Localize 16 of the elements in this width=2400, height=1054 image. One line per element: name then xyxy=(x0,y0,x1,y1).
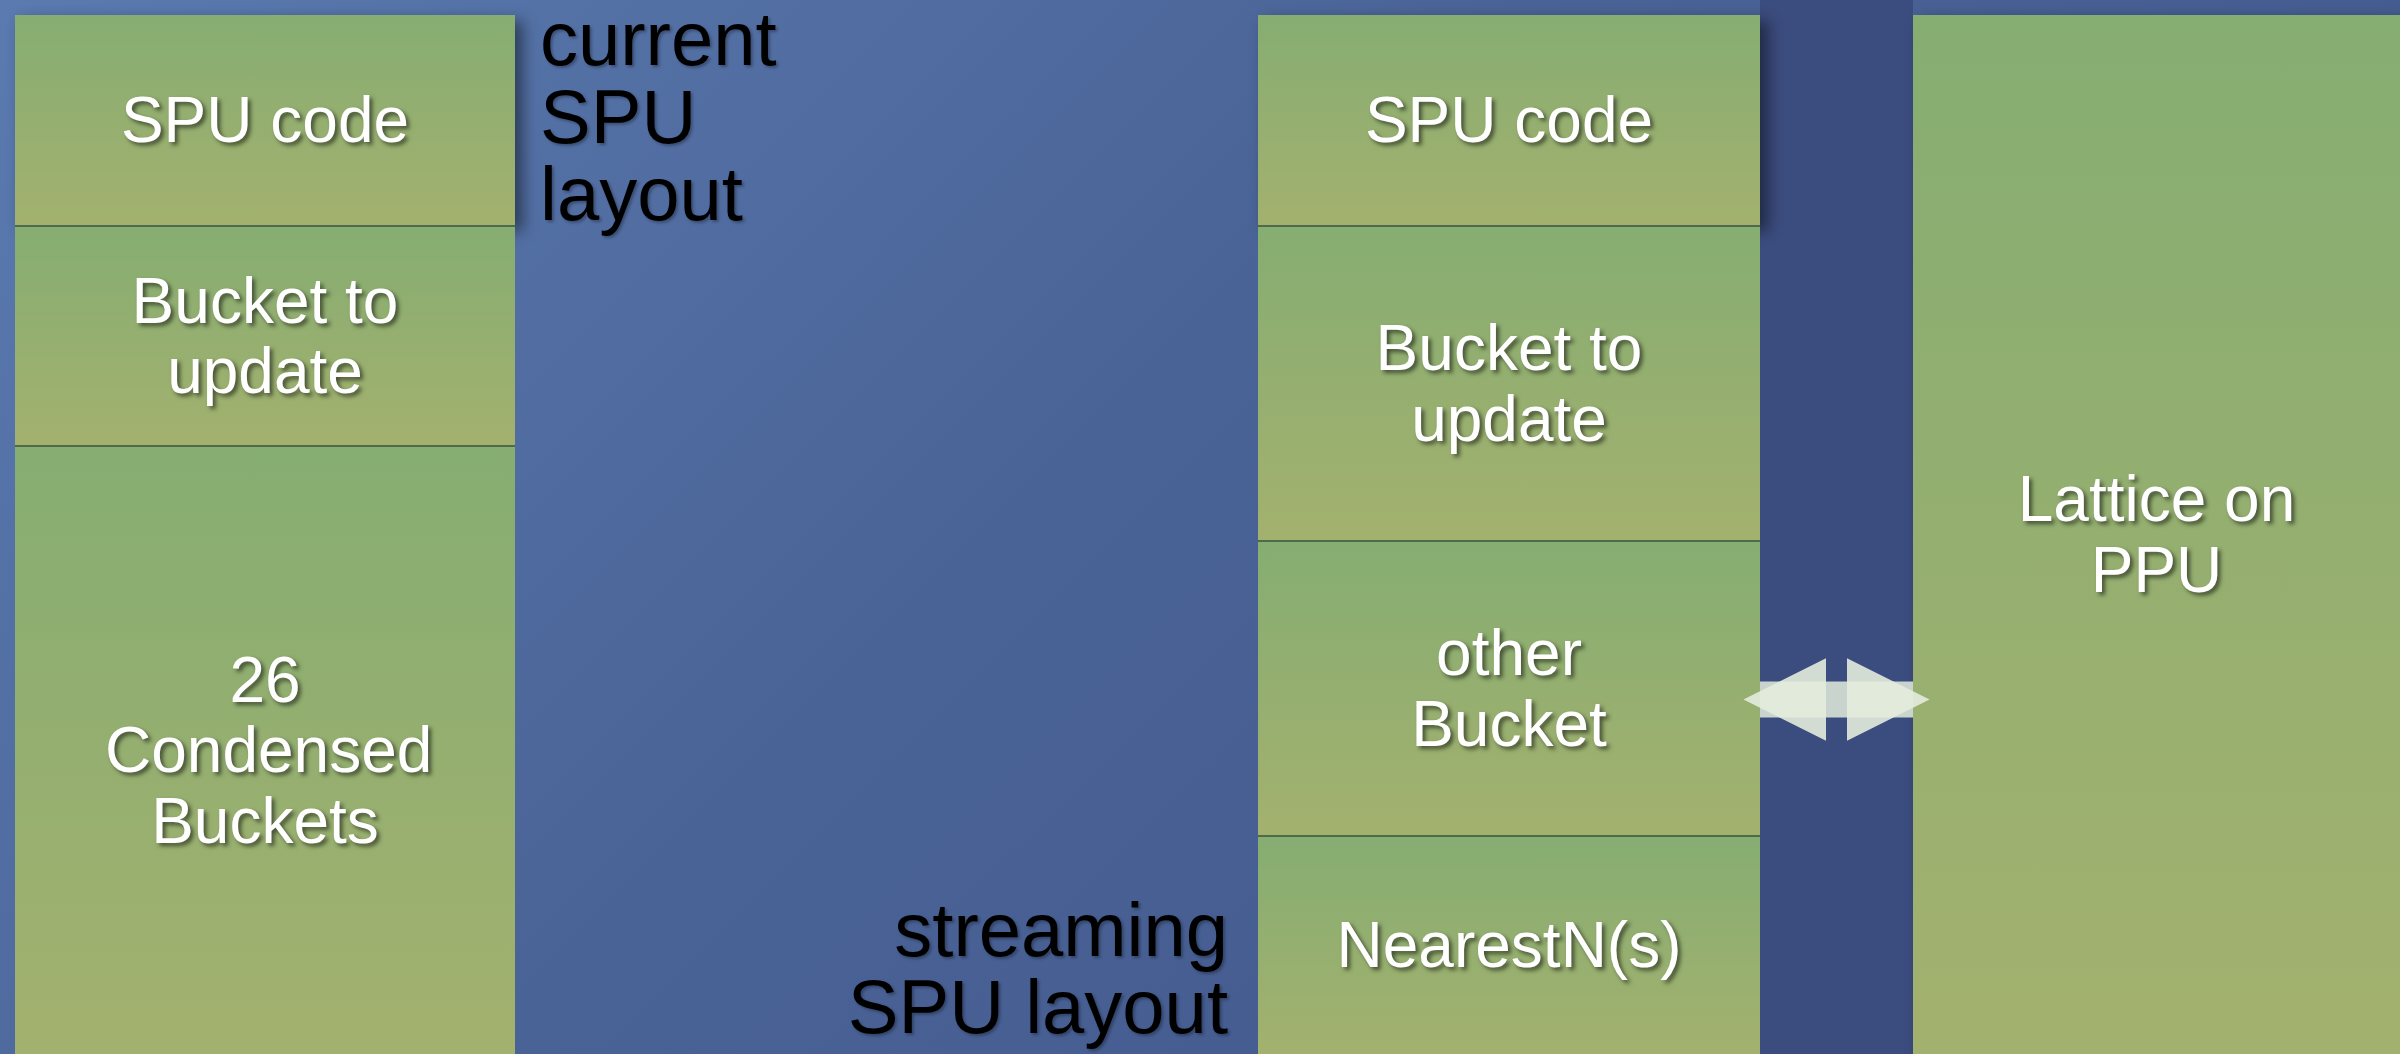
block-label: Bucket to update xyxy=(130,265,400,407)
block-label: NearestN(s) xyxy=(1336,910,1682,981)
block-label: Bucket to update xyxy=(1374,313,1644,454)
memory-block xyxy=(15,225,515,445)
memory-block xyxy=(1258,225,1760,540)
memory-block xyxy=(1258,835,1760,1054)
memory-block xyxy=(15,15,515,225)
double-arrow xyxy=(1743,658,1930,741)
block-label: other Bucket xyxy=(1410,618,1608,759)
memory-block xyxy=(1258,15,1760,225)
memory-block xyxy=(1913,15,2400,1054)
block-label: Lattice on PPU xyxy=(2016,464,2297,605)
memory-block xyxy=(1258,540,1760,835)
memory-block xyxy=(15,445,515,1054)
block-label: SPU code xyxy=(1364,84,1654,156)
block-label: SPU code xyxy=(120,84,410,156)
